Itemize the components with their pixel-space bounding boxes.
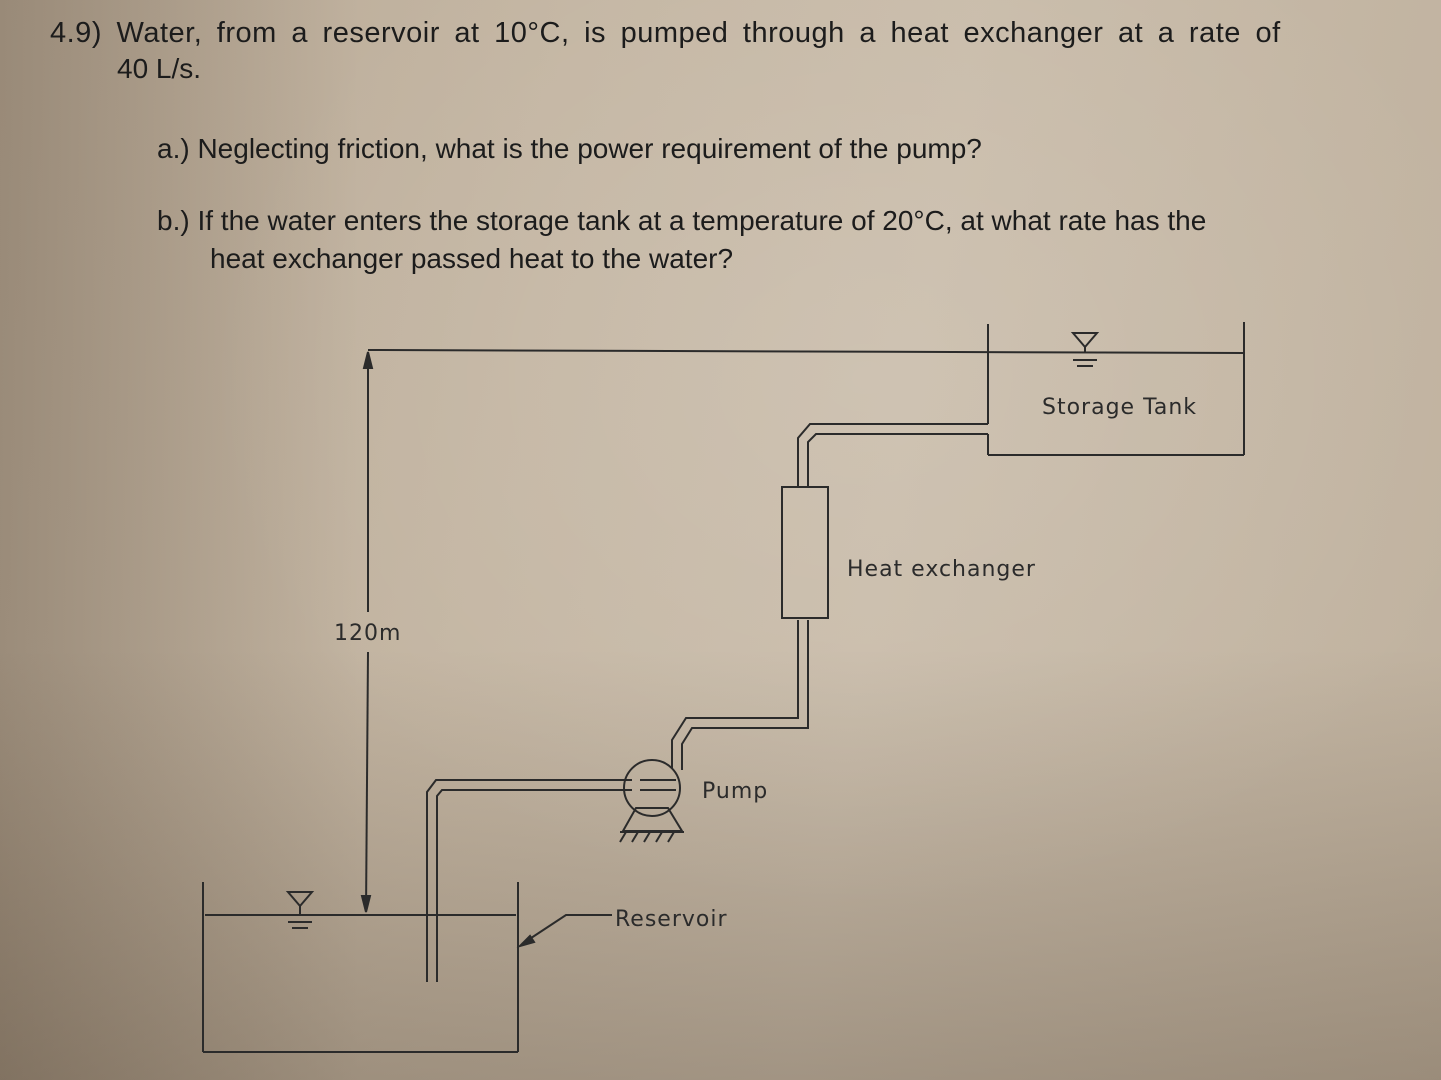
- storage-tank-label: Storage Tank: [1042, 395, 1197, 420]
- elevation-label: 120m: [334, 621, 401, 646]
- pump-icon: [619, 759, 684, 843]
- reservoir-tank: [202, 882, 519, 1053]
- heat-exchanger-label: Heat exchanger: [847, 557, 1036, 582]
- problem-title-line1: 4.9) Water, from a reservoir at 10°C, is…: [50, 17, 1281, 49]
- suction-pipe: [426, 779, 632, 982]
- pump-label: Pump: [702, 779, 768, 804]
- question-part-a: a.) Neglecting friction, what is the pow…: [157, 133, 982, 164]
- reservoir-leader-line: [521, 914, 612, 945]
- supply-pipe: [797, 423, 988, 480]
- reservoir-leader-arrow: [516, 934, 536, 949]
- problem-title-line2: 40 L/s.: [117, 53, 202, 84]
- discharge-pipe: [671, 620, 809, 770]
- reservoir-water-level-icon: [285, 891, 315, 929]
- reservoir-label: Reservoir: [615, 907, 728, 932]
- elevation-dimension: [360, 351, 374, 913]
- question-part-b-line1: b.) If the water enters the storage tank…: [157, 205, 1207, 236]
- heat-exchanger-icon: [781, 480, 829, 619]
- storage-tank: [987, 322, 1245, 456]
- storage-water-level-icon: [1070, 332, 1100, 367]
- question-part-b-line2: heat exchanger passed heat to the water?: [210, 243, 734, 274]
- elevation-reference-line: [367, 349, 1244, 354]
